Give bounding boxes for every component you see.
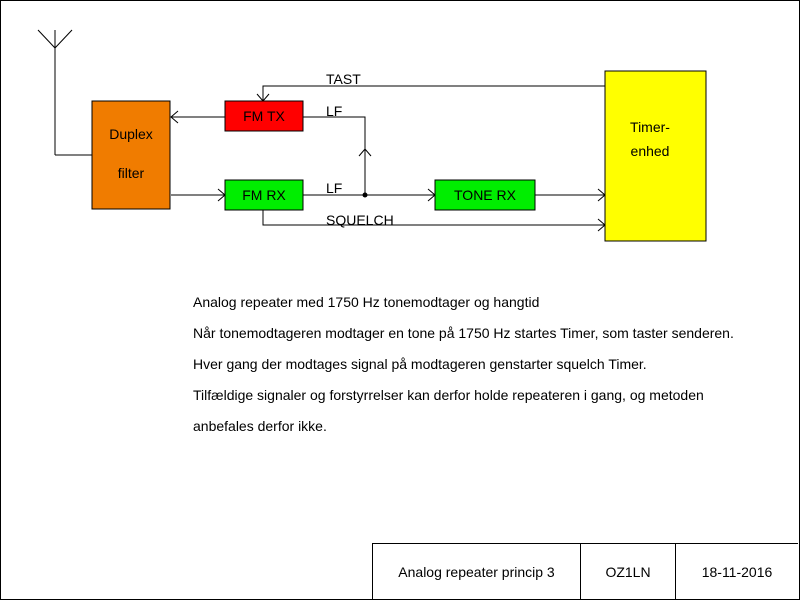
junction-dot	[362, 192, 368, 198]
duplex-label-2: filter	[118, 165, 145, 181]
drawing-date: 18-11-2016	[675, 544, 798, 599]
tone-rx-block	[434, 179, 536, 211]
note-line: Analog repeater med 1750 Hz tonemodtager…	[193, 294, 540, 310]
lf-tx-arrow	[358, 148, 372, 157]
description-notes: Analog repeater med 1750 Hz tonemodtager…	[193, 287, 793, 442]
lf-rx-label: LF	[326, 180, 342, 196]
tone-rx-label: TONE RX	[454, 187, 517, 203]
duplex-filter-block	[91, 100, 171, 210]
fm-rx-block	[224, 179, 304, 211]
squelch-label: SQUELCH	[326, 212, 394, 228]
lf-tx-label: LF	[326, 103, 342, 119]
tast-label: TAST	[326, 71, 361, 87]
squelch-line	[262, 210, 605, 226]
fm-rx-label: FM RX	[242, 187, 286, 203]
drawing-title: Analog repeater princip 3	[372, 544, 580, 599]
title-block: Analog repeater princip 3 OZ1LN 18-11-20…	[372, 543, 798, 599]
tast-line	[262, 85, 605, 101]
fm-tx-label: FM TX	[243, 108, 285, 124]
antenna-icon	[37, 29, 73, 155]
timer-label-2: enhed	[631, 143, 670, 159]
duplex-label-1: Duplex	[109, 126, 153, 142]
timer-label-1: Timer-	[630, 119, 670, 135]
note-line: Tilfældige signaler og forstyrrelser kan…	[193, 387, 704, 403]
note-line: anbefales derfor ikke.	[193, 418, 327, 434]
fm-tx-block	[224, 100, 304, 132]
note-line: Når tonemodtageren modtager en tone på 1…	[193, 325, 734, 341]
note-line: Hver gang der modtages signal på modtage…	[193, 356, 647, 372]
drawing-author: OZ1LN	[580, 544, 675, 599]
lf-tx-line	[303, 116, 366, 195]
timer-unit-block	[604, 70, 707, 242]
tx-output-arrow	[170, 110, 179, 124]
